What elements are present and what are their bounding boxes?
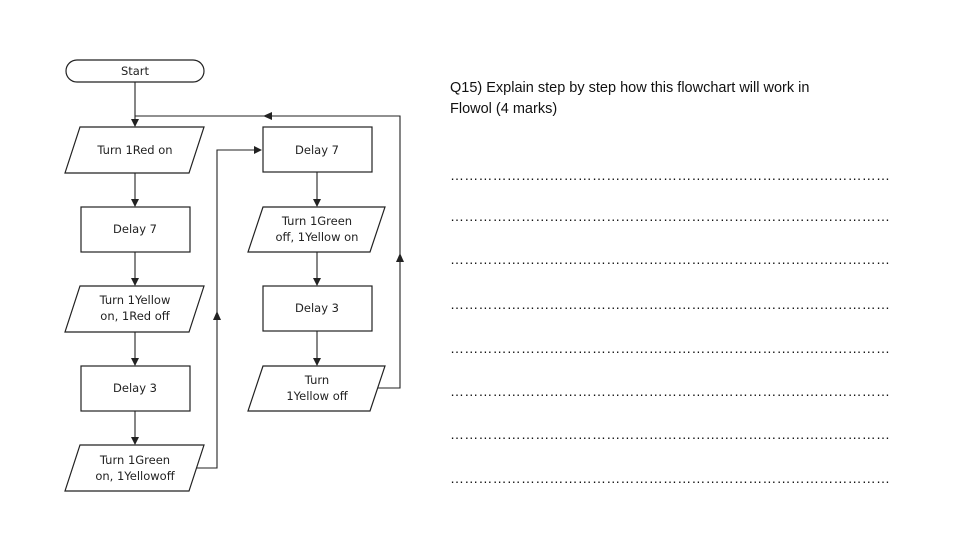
answer-line-5[interactable]: ………………………………………………………………………………………………. (450, 340, 890, 356)
io-green-off-line1: Turn 1Green (281, 214, 352, 228)
io-turn-yellow-on-red-off: Turn 1Yellow on, 1Red off (64, 285, 205, 333)
process-delay-7-label: Delay 7 (113, 222, 157, 236)
question-line-2: Flowol (4 marks) (450, 101, 558, 117)
process-delay-3-col2-label: Delay 3 (295, 301, 339, 315)
process-delay-7-col2-label: Delay 7 (295, 143, 339, 157)
connector-bridge (196, 146, 262, 469)
process-delay-3: Delay 3 (80, 365, 191, 412)
io-turn-yellow-off: Turn 1Yellow off (247, 365, 386, 412)
io-turn-red-on: Turn 1Red on (64, 126, 205, 174)
question-line-1: Q15) Explain step by step how this flowc… (450, 80, 810, 96)
io-turn-red-on-label: Turn 1Red on (96, 143, 172, 157)
io-yellow-line1: Turn 1Yellow (99, 293, 171, 307)
question-text: Q15) Explain step by step how this flowc… (450, 78, 920, 120)
answer-line-8[interactable]: ……………………………………………………………………………………………… (450, 470, 890, 486)
answer-line-4[interactable]: ……………………………………………………………………………………………… (450, 296, 890, 312)
process-delay-7: Delay 7 (80, 206, 191, 253)
io-yellow-off-line2: 1Yellow off (286, 389, 348, 403)
answer-line-3[interactable]: …………………………………………………………………………………………… (450, 251, 890, 267)
process-delay-3-label: Delay 3 (113, 381, 157, 395)
io-yellow-off-line1: Turn (304, 373, 329, 387)
io-turn-green-on-yellow-off: Turn 1Green on, 1Yellowoff (64, 444, 205, 492)
connector-loop (135, 112, 404, 389)
answer-line-1[interactable]: ………………………………………………………………………………………………. (450, 167, 890, 183)
io-green-line1: Turn 1Green (99, 453, 170, 467)
process-delay-3-col2: Delay 3 (262, 285, 373, 332)
io-green-off-line2: off, 1Yellow on (276, 230, 359, 244)
process-delay-7-col2: Delay 7 (262, 126, 373, 173)
start-terminal: Start (65, 59, 205, 83)
answer-line-6[interactable]: ……………………………………………………………………………………………… (450, 383, 890, 399)
io-turn-green-off-yellow-on: Turn 1Green off, 1Yellow on (247, 206, 386, 253)
answer-line-2[interactable]: ……………………………………………………………………………………………… (450, 208, 890, 224)
io-green-line2: on, 1Yellowoff (95, 469, 175, 483)
io-yellow-line2: on, 1Red off (100, 309, 170, 323)
answer-line-7[interactable]: …………………………………………………………………………………………… (450, 426, 890, 442)
start-label: Start (121, 64, 150, 78)
